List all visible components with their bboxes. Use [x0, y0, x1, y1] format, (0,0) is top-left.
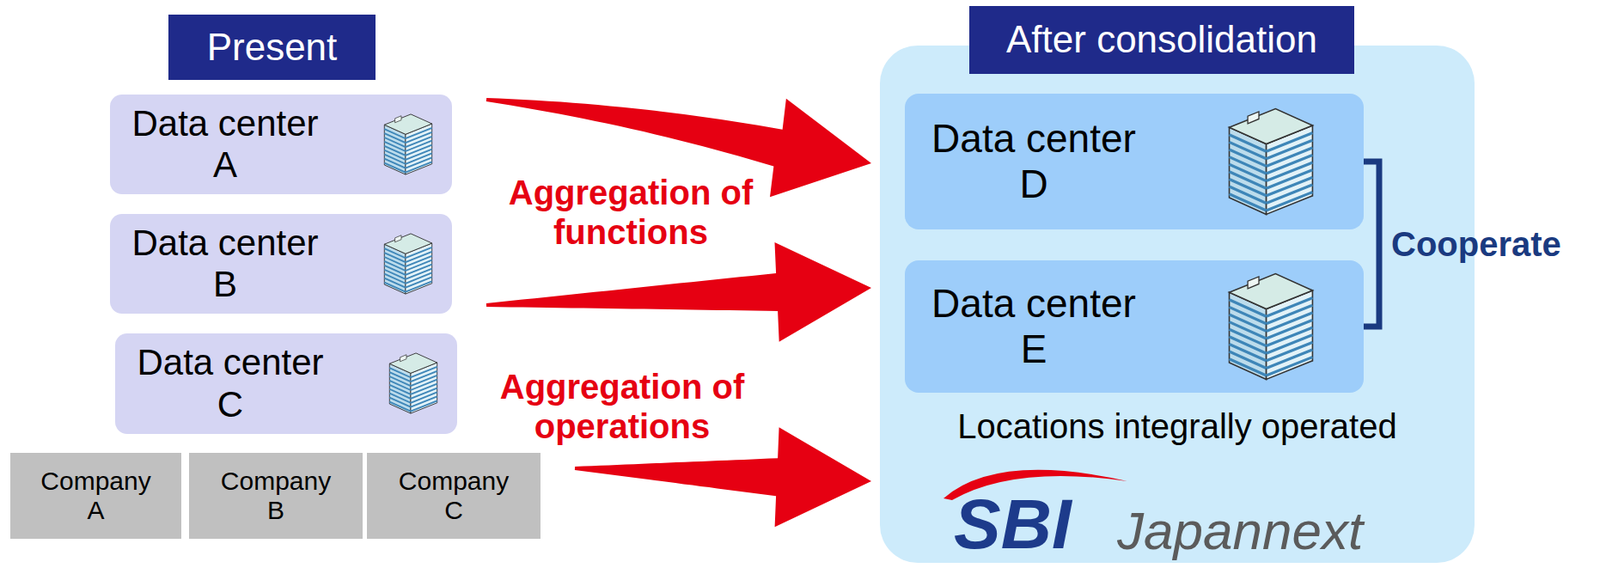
logo-wordmark: Japannext: [1117, 500, 1363, 562]
company-box: Company C: [366, 452, 541, 539]
server-icon: [1224, 101, 1318, 222]
company-name: Company C: [389, 466, 519, 526]
datacenter-name: Data center A: [122, 103, 329, 187]
edge-label: Cooperate: [1391, 224, 1562, 264]
server-icon-shape: [389, 353, 437, 414]
server-icon: [386, 348, 440, 418]
header-box: Present: [168, 14, 376, 80]
datacenter-name: Data center C: [127, 341, 334, 426]
company-name: Company B: [211, 466, 341, 526]
datacenter-name: Data center D: [913, 116, 1155, 208]
company-box: Company A: [10, 452, 182, 539]
aggregation-arrow: [486, 242, 872, 342]
logo-wordmark: SBI: [953, 483, 1072, 565]
server-icon: [1224, 266, 1318, 387]
header-text: After consolidation: [1006, 18, 1318, 62]
aggregation-label: Aggregation of functions: [501, 172, 760, 252]
company-name: Company A: [31, 466, 161, 526]
server-icon-shape: [1229, 274, 1313, 380]
header-box: After consolidation: [969, 6, 1355, 74]
datacenter-box: Data center A: [109, 94, 452, 195]
datacenter-box: Data center D: [904, 93, 1364, 230]
region-caption: Locations integrally operated: [879, 406, 1475, 446]
datacenter-name: Data center B: [122, 222, 329, 306]
datacenter-box: Data center C: [115, 333, 458, 434]
header-text: Present: [207, 25, 338, 70]
datacenter-box: Data center E: [904, 260, 1364, 393]
datacenter-name: Data center E: [913, 280, 1155, 373]
company-box: Company B: [189, 452, 363, 539]
datacenter-box: Data center B: [109, 213, 452, 314]
bracket-line: [1363, 161, 1380, 327]
server-icon: [381, 109, 435, 179]
server-icon-shape: [384, 114, 432, 175]
server-icon: [381, 229, 435, 299]
server-icon-shape: [384, 233, 432, 294]
server-icon-shape: [1229, 109, 1313, 215]
aggregation-label: Aggregation of operations: [493, 366, 752, 446]
cooperation-bracket: [1363, 161, 1380, 327]
